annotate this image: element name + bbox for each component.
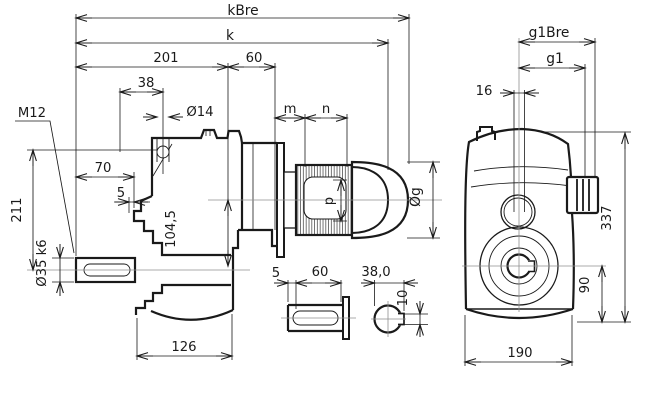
dimension-labels: kBre k 201 60 38 Ø14 m n M12 70 5 211 Ø3… xyxy=(10,3,615,361)
output-hub-steps xyxy=(132,194,231,315)
dim-label-p: p xyxy=(322,197,337,205)
dim-label-70: 70 xyxy=(95,161,112,176)
dim-label-m: m xyxy=(284,102,297,117)
dim-label-diaG: Øg xyxy=(408,187,424,207)
terminal-box-ribs xyxy=(576,179,590,211)
dim-label-n: n xyxy=(322,102,330,117)
dim-label-5: 5 xyxy=(117,186,125,201)
front-view xyxy=(464,126,600,320)
dim-label-M12: M12 xyxy=(18,106,46,121)
dim-label-k: k xyxy=(226,28,234,44)
dim-label-key10: 10 xyxy=(396,290,411,307)
dim-label-key38-0: 38,0 xyxy=(361,265,390,280)
dim-label-211: 211 xyxy=(10,197,25,222)
dim-label-337: 337 xyxy=(600,205,615,230)
side-view xyxy=(74,128,410,321)
dim-label-90: 90 xyxy=(578,277,593,294)
dimension-arrows xyxy=(29,14,629,366)
dim-label-104-5: 104,5 xyxy=(164,210,179,248)
dim-label-190: 190 xyxy=(507,346,532,361)
dim-label-dia35-k6: Ø35 k6 xyxy=(35,239,50,286)
dim-label-g1: g1 xyxy=(546,51,564,67)
dim-label-dia14: Ø14 xyxy=(186,105,213,120)
dim-label-key60: 60 xyxy=(312,265,329,280)
dim-label-38: 38 xyxy=(138,76,155,91)
front-casting-lines xyxy=(470,166,572,188)
front-breather-plug xyxy=(476,126,496,141)
dim-label-126: 126 xyxy=(171,340,196,355)
dim-label-16: 16 xyxy=(476,84,493,99)
front-outline xyxy=(464,127,575,320)
dim-label-key5: 5 xyxy=(272,266,280,281)
centerlines xyxy=(27,38,606,337)
dim-label-kBre: kBre xyxy=(227,3,258,19)
motor-nameplate-panel xyxy=(303,176,347,220)
dim-label-60: 60 xyxy=(246,51,263,66)
dim-label-g1Bre: g1Bre xyxy=(529,25,570,41)
dim-label-201: 201 xyxy=(153,51,178,66)
